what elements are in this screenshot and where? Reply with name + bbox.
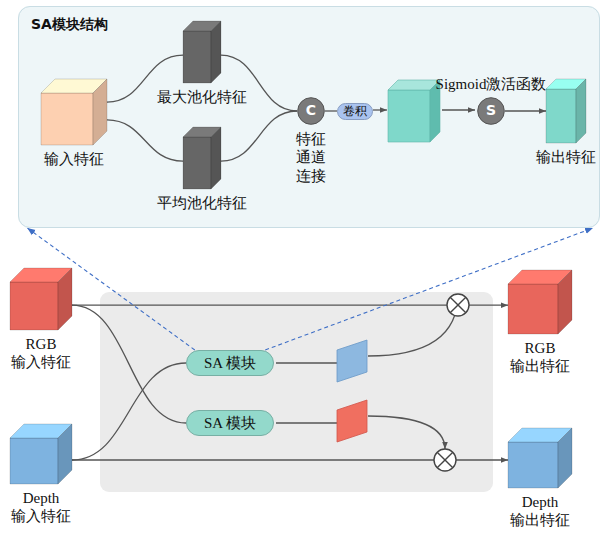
output-feature-slab: 输出特征 (546, 79, 586, 143)
rgb-input-cube-shape (10, 268, 72, 330)
input-feature-cube: 输入特征 (41, 79, 107, 145)
fusion-panel (100, 292, 493, 492)
sigmoid-circle: Sigmoid激活函数S (477, 97, 505, 125)
box-front (183, 31, 211, 83)
flow-line (325, 110, 337, 111)
box-side (58, 268, 72, 330)
pill-shape (338, 103, 373, 119)
feature-label: Sigmoid激活函数 (436, 75, 547, 93)
box-front (183, 137, 211, 189)
box-side (576, 79, 586, 143)
output-feature-slab-shape (546, 79, 586, 143)
multiply-symbol (450, 297, 466, 313)
max-pool-slab-shape (183, 21, 221, 83)
flow-line (505, 110, 546, 111)
pill-shape (187, 351, 274, 376)
module-label: SA 模块 (204, 354, 256, 372)
feature-label: S (486, 102, 496, 119)
module-label: SA 模块 (204, 414, 256, 432)
feature-label: 输入特征 (44, 150, 104, 168)
feature-label: 输出特征 (536, 148, 596, 166)
flow-arrow (442, 109, 475, 110)
box-side (58, 424, 72, 484)
pill-shape (187, 411, 274, 436)
box-front (10, 282, 58, 330)
module-panel: 输入特征最大池化特征平均池化特征C特征 通道 连接卷积Sigmoid激活函数S输… (18, 6, 600, 228)
depth-output-cube-shape (508, 428, 572, 488)
box-side (211, 21, 221, 83)
panel-title: SA模块结构 (31, 16, 108, 33)
feature-label: 特征 通道 连接 (296, 130, 326, 185)
feature-label: RGB 输出特征 (510, 339, 570, 376)
input-feature-cube-shape (41, 79, 107, 145)
avg-pool-slab-shape (183, 127, 221, 189)
callout-line (265, 228, 593, 350)
box-front (508, 442, 558, 488)
feature-label: RGB 输入特征 (11, 335, 71, 372)
feature-label: C (306, 102, 316, 119)
rgb-output-cube: RGB 输出特征 (508, 270, 572, 334)
box-side (558, 428, 572, 488)
sa-module-pill: SA 模块 (186, 350, 274, 376)
multiply-symbol (434, 449, 456, 471)
box-front (10, 438, 58, 484)
feature-label: 最大池化特征 (157, 88, 247, 106)
multiply-symbol (447, 294, 469, 316)
feature-label: 平均池化特征 (157, 194, 247, 212)
module-label: 卷积 (343, 104, 367, 119)
flow-line (72, 305, 508, 306)
flow-line (72, 305, 186, 423)
concat-circle: C特征 通道 连接 (297, 97, 325, 125)
flow-line (276, 362, 337, 363)
multiply-symbol (447, 294, 469, 316)
depth-input-cube: Depth 输入特征 (10, 424, 72, 484)
multiply-symbol (434, 449, 456, 471)
flow-line (276, 422, 337, 423)
feature-label: Depth 输入特征 (11, 489, 71, 526)
rgb-input-cube: RGB 输入特征 (10, 268, 72, 330)
box-front (508, 284, 558, 334)
depth-attention-map (337, 400, 367, 442)
box-front (546, 89, 576, 143)
box-side (93, 79, 107, 145)
depth-output-cube: Depth 输出特征 (508, 428, 572, 488)
conv-pill: 卷积 (337, 103, 373, 120)
avg-pool-slab: 平均池化特征 (183, 127, 221, 189)
multiply-symbol (437, 452, 453, 468)
max-pool-slab: 最大池化特征 (183, 21, 221, 83)
conv-feature-slab (388, 90, 430, 142)
flow-arrow (368, 416, 445, 449)
flow-line (221, 111, 297, 161)
multiply-symbol (437, 452, 453, 468)
box-side (211, 127, 221, 189)
module-panel-ground (18, 6, 600, 228)
flow-line (72, 363, 186, 460)
flow-arrow (373, 109, 387, 110)
feature-label: Depth 输出特征 (510, 493, 570, 530)
flow-arrow (368, 294, 458, 356)
multiply-symbol (450, 297, 466, 313)
operator-circle (298, 98, 325, 125)
depth-input-cube-shape (10, 424, 72, 484)
flow-line (107, 120, 183, 161)
operator-circle (478, 98, 505, 125)
box-side (558, 270, 572, 334)
sa-module-pill: SA 模块 (186, 410, 274, 436)
rgb-output-cube-shape (508, 270, 572, 334)
box-front (41, 93, 93, 145)
rgb-attention-map (337, 340, 367, 382)
